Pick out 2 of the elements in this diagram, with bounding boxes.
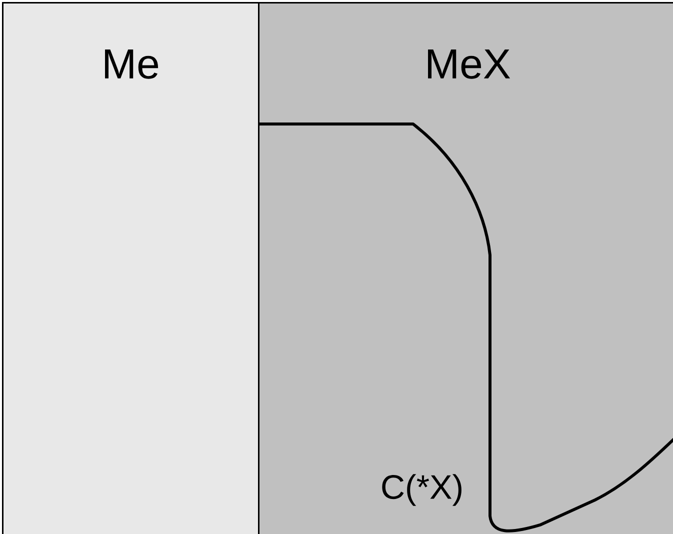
region-band: Me xyxy=(2,2,260,534)
curve-label: C(*X) xyxy=(382,474,462,506)
